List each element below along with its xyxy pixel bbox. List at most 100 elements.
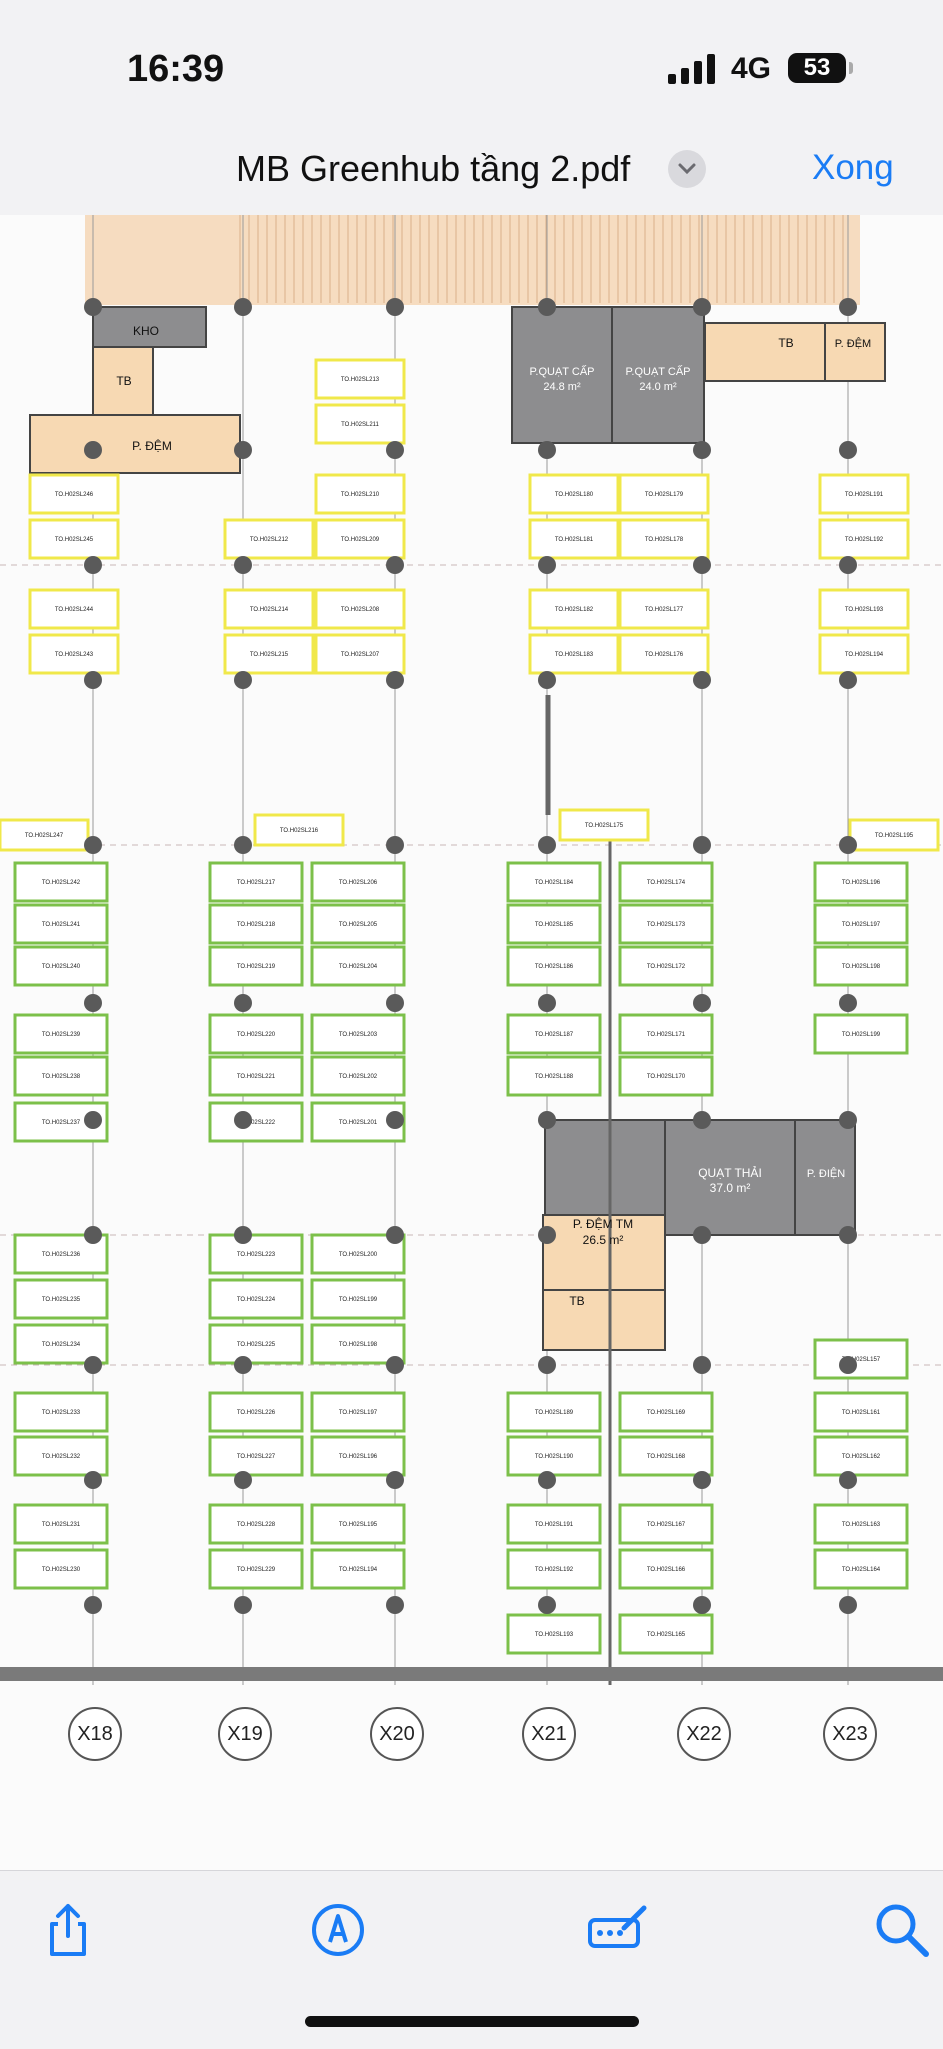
parking-slot-label: TO.H02SL192: [535, 1567, 574, 1573]
structural-column: [693, 1356, 711, 1374]
structural-column: [693, 1111, 711, 1129]
parking-slot-label: TO.H02SL201: [339, 1120, 378, 1126]
parking-slot: [223, 588, 315, 630]
parking-slot-label: TO.H02SL196: [842, 880, 881, 886]
chevron-down-icon[interactable]: [668, 150, 706, 188]
markup-icon[interactable]: [306, 1898, 370, 1962]
parking-slot-label: TO.H02SL199: [339, 1297, 378, 1303]
room-area-quat-thai: 37.0 m²: [710, 1181, 751, 1195]
parking-slot: [618, 473, 710, 515]
parking-slot: [314, 633, 406, 675]
structural-column: [386, 1226, 404, 1244]
structural-column: [84, 556, 102, 574]
structural-column: [84, 441, 102, 459]
parking-slot-label: TO.H02SL209: [341, 537, 380, 543]
structural-column: [693, 441, 711, 459]
parking-slot: [208, 1233, 304, 1275]
structural-column: [839, 671, 857, 689]
room-label-quat-thai: QUẠT THẢI: [698, 1165, 762, 1180]
parking-slot: [208, 1548, 304, 1590]
annotate-icon[interactable]: [586, 1898, 650, 1962]
parking-slot: [813, 1435, 909, 1477]
parking-slot-label: TO.H02SL163: [842, 1522, 881, 1528]
search-icon[interactable]: [870, 1898, 934, 1962]
parking-slot-label: TO.H02SL236: [42, 1252, 81, 1258]
structural-column: [386, 1596, 404, 1614]
room-quat-cap-2: [611, 306, 705, 444]
structural-column: [538, 556, 556, 574]
parking-slot: [506, 945, 602, 987]
parking-slot-label: TO.H02SL192: [845, 537, 884, 543]
room-label-p-dem: P. ĐỆM: [132, 438, 172, 453]
structural-column: [234, 441, 252, 459]
structural-column: [538, 836, 556, 854]
parking-slot-label: TO.H02SL196: [339, 1454, 378, 1460]
parking-slot-label: TO.H02SL223: [237, 1252, 276, 1258]
structural-column: [386, 1111, 404, 1129]
parking-slot: [813, 1548, 909, 1590]
room-area-p-dem-tm: 26.5 m²: [583, 1233, 624, 1247]
horizontal-dash-lines: [0, 564, 943, 1366]
document-title[interactable]: MB Greenhub tầng 2.pdf: [236, 148, 631, 189]
parking-slot-label: TO.H02SL189: [535, 1410, 574, 1416]
structural-column: [386, 441, 404, 459]
parking-slot: [13, 1278, 109, 1320]
room-label-tb-center: TB: [569, 1294, 584, 1308]
parking-slot: [506, 1055, 602, 1097]
parking-slot: [506, 861, 602, 903]
parking-slot-label: TO.H02SL213: [341, 377, 380, 383]
room-label-p-dien: P. ĐIỆN: [807, 1167, 845, 1180]
parking-slot-label: TO.H02SL224: [237, 1297, 276, 1303]
parking-slot: [310, 1391, 406, 1433]
parking-slot-label: TO.H02SL204: [339, 964, 378, 970]
parking-slot: [28, 633, 120, 675]
parking-slot-label: TO.H02SL195: [339, 1522, 378, 1528]
roof-band: [85, 215, 860, 305]
parking-slot: [13, 1503, 109, 1545]
parking-slot-label: TO.H02SL241: [42, 922, 81, 928]
structural-column: [84, 1596, 102, 1614]
axis-label-x23: X23: [823, 1707, 877, 1761]
parking-slot-label: TO.H02SL211: [341, 422, 379, 428]
parking-slot: [28, 473, 120, 515]
room-area-quat-cap-2: 24.0 m²: [639, 381, 677, 393]
parking-slot: [506, 903, 602, 945]
parking-slot-label: TO.H02SL206: [339, 880, 378, 886]
structural-column: [386, 1471, 404, 1489]
parking-slot-label: TO.H02SL235: [42, 1297, 81, 1303]
parking-slot-label: TO.H02SL187: [535, 1032, 574, 1038]
parking-slot: [314, 518, 406, 560]
parking-slot-label: TO.H02SL228: [237, 1522, 276, 1528]
structural-column: [538, 1356, 556, 1374]
parking-slot: [208, 1101, 304, 1143]
done-button[interactable]: Xong: [812, 148, 894, 187]
parking-slot-label: TO.H02SL216: [280, 828, 319, 834]
parking-slot: [28, 518, 120, 560]
structural-column: [84, 1111, 102, 1129]
parking-slot-label: TO.H02SL231: [42, 1522, 81, 1528]
parking-slot: [28, 588, 120, 630]
parking-slot-label: TO.H02SL220: [237, 1032, 276, 1038]
parking-slot-label: TO.H02SL215: [250, 652, 289, 658]
share-icon[interactable]: [36, 1898, 100, 1962]
structural-column: [693, 1226, 711, 1244]
parking-slot: [618, 861, 714, 903]
structural-column: [839, 298, 857, 316]
parking-slot: [818, 633, 910, 675]
parking-slot-label: TO.H02SL185: [535, 922, 574, 928]
parking-slot: [13, 1548, 109, 1590]
parking-slot-label: TO.H02SL172: [647, 964, 686, 970]
parking-slot-label: TO.H02SL178: [645, 537, 684, 543]
structural-column: [386, 556, 404, 574]
parking-slot: [310, 1323, 406, 1365]
structural-column: [386, 671, 404, 689]
structural-column: [693, 1471, 711, 1489]
parking-slot: [818, 588, 910, 630]
parking-slot-label: TO.H02SL170: [647, 1074, 686, 1080]
parking-slot: [208, 1323, 304, 1365]
parking-slot-label: TO.H02SL242: [42, 880, 81, 886]
parking-slot-label: TO.H02SL194: [339, 1567, 378, 1573]
parking-slot-label: TO.H02SL162: [842, 1454, 881, 1460]
room-label-p-dem-right: P. ĐỆM: [835, 337, 871, 350]
